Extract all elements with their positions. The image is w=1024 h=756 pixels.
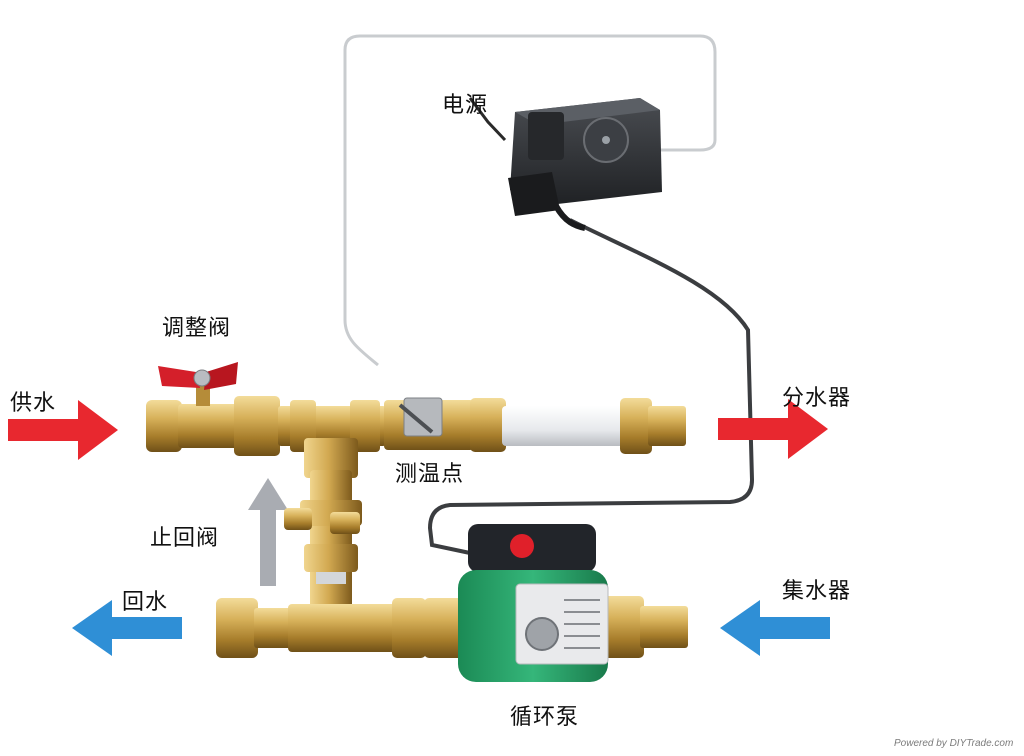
collector-label: 集水器 xyxy=(782,579,852,604)
watermark: Powered by DIYTrade.com xyxy=(894,738,1014,749)
pump-icon xyxy=(458,524,609,682)
left-arrow-icon xyxy=(72,600,182,656)
left-arrow-icon xyxy=(720,600,830,656)
controller-icon xyxy=(468,97,662,231)
return-pipe xyxy=(216,596,688,658)
distributor-label: 分水器 xyxy=(782,386,852,411)
up-arrow-icon xyxy=(248,478,288,586)
temp-point-label: 测温点 xyxy=(395,462,465,487)
pump-label: 循环泵 xyxy=(510,705,580,730)
right-arrow-icon xyxy=(8,400,118,460)
sensor-cable xyxy=(343,34,717,367)
return-water-label: 回水 xyxy=(122,590,169,615)
supply-pipe xyxy=(146,396,686,456)
valve-handle-icon xyxy=(158,362,238,406)
check-valve-label: 止回阀 xyxy=(150,526,220,551)
check-valve-assembly xyxy=(284,438,362,620)
power-label: 电源 xyxy=(442,93,489,118)
regulating-valve-label: 调整阀 xyxy=(162,316,232,341)
power-cable xyxy=(427,218,755,555)
supply-water-label: 供水 xyxy=(10,391,57,416)
right-arrow-icon xyxy=(718,399,828,459)
